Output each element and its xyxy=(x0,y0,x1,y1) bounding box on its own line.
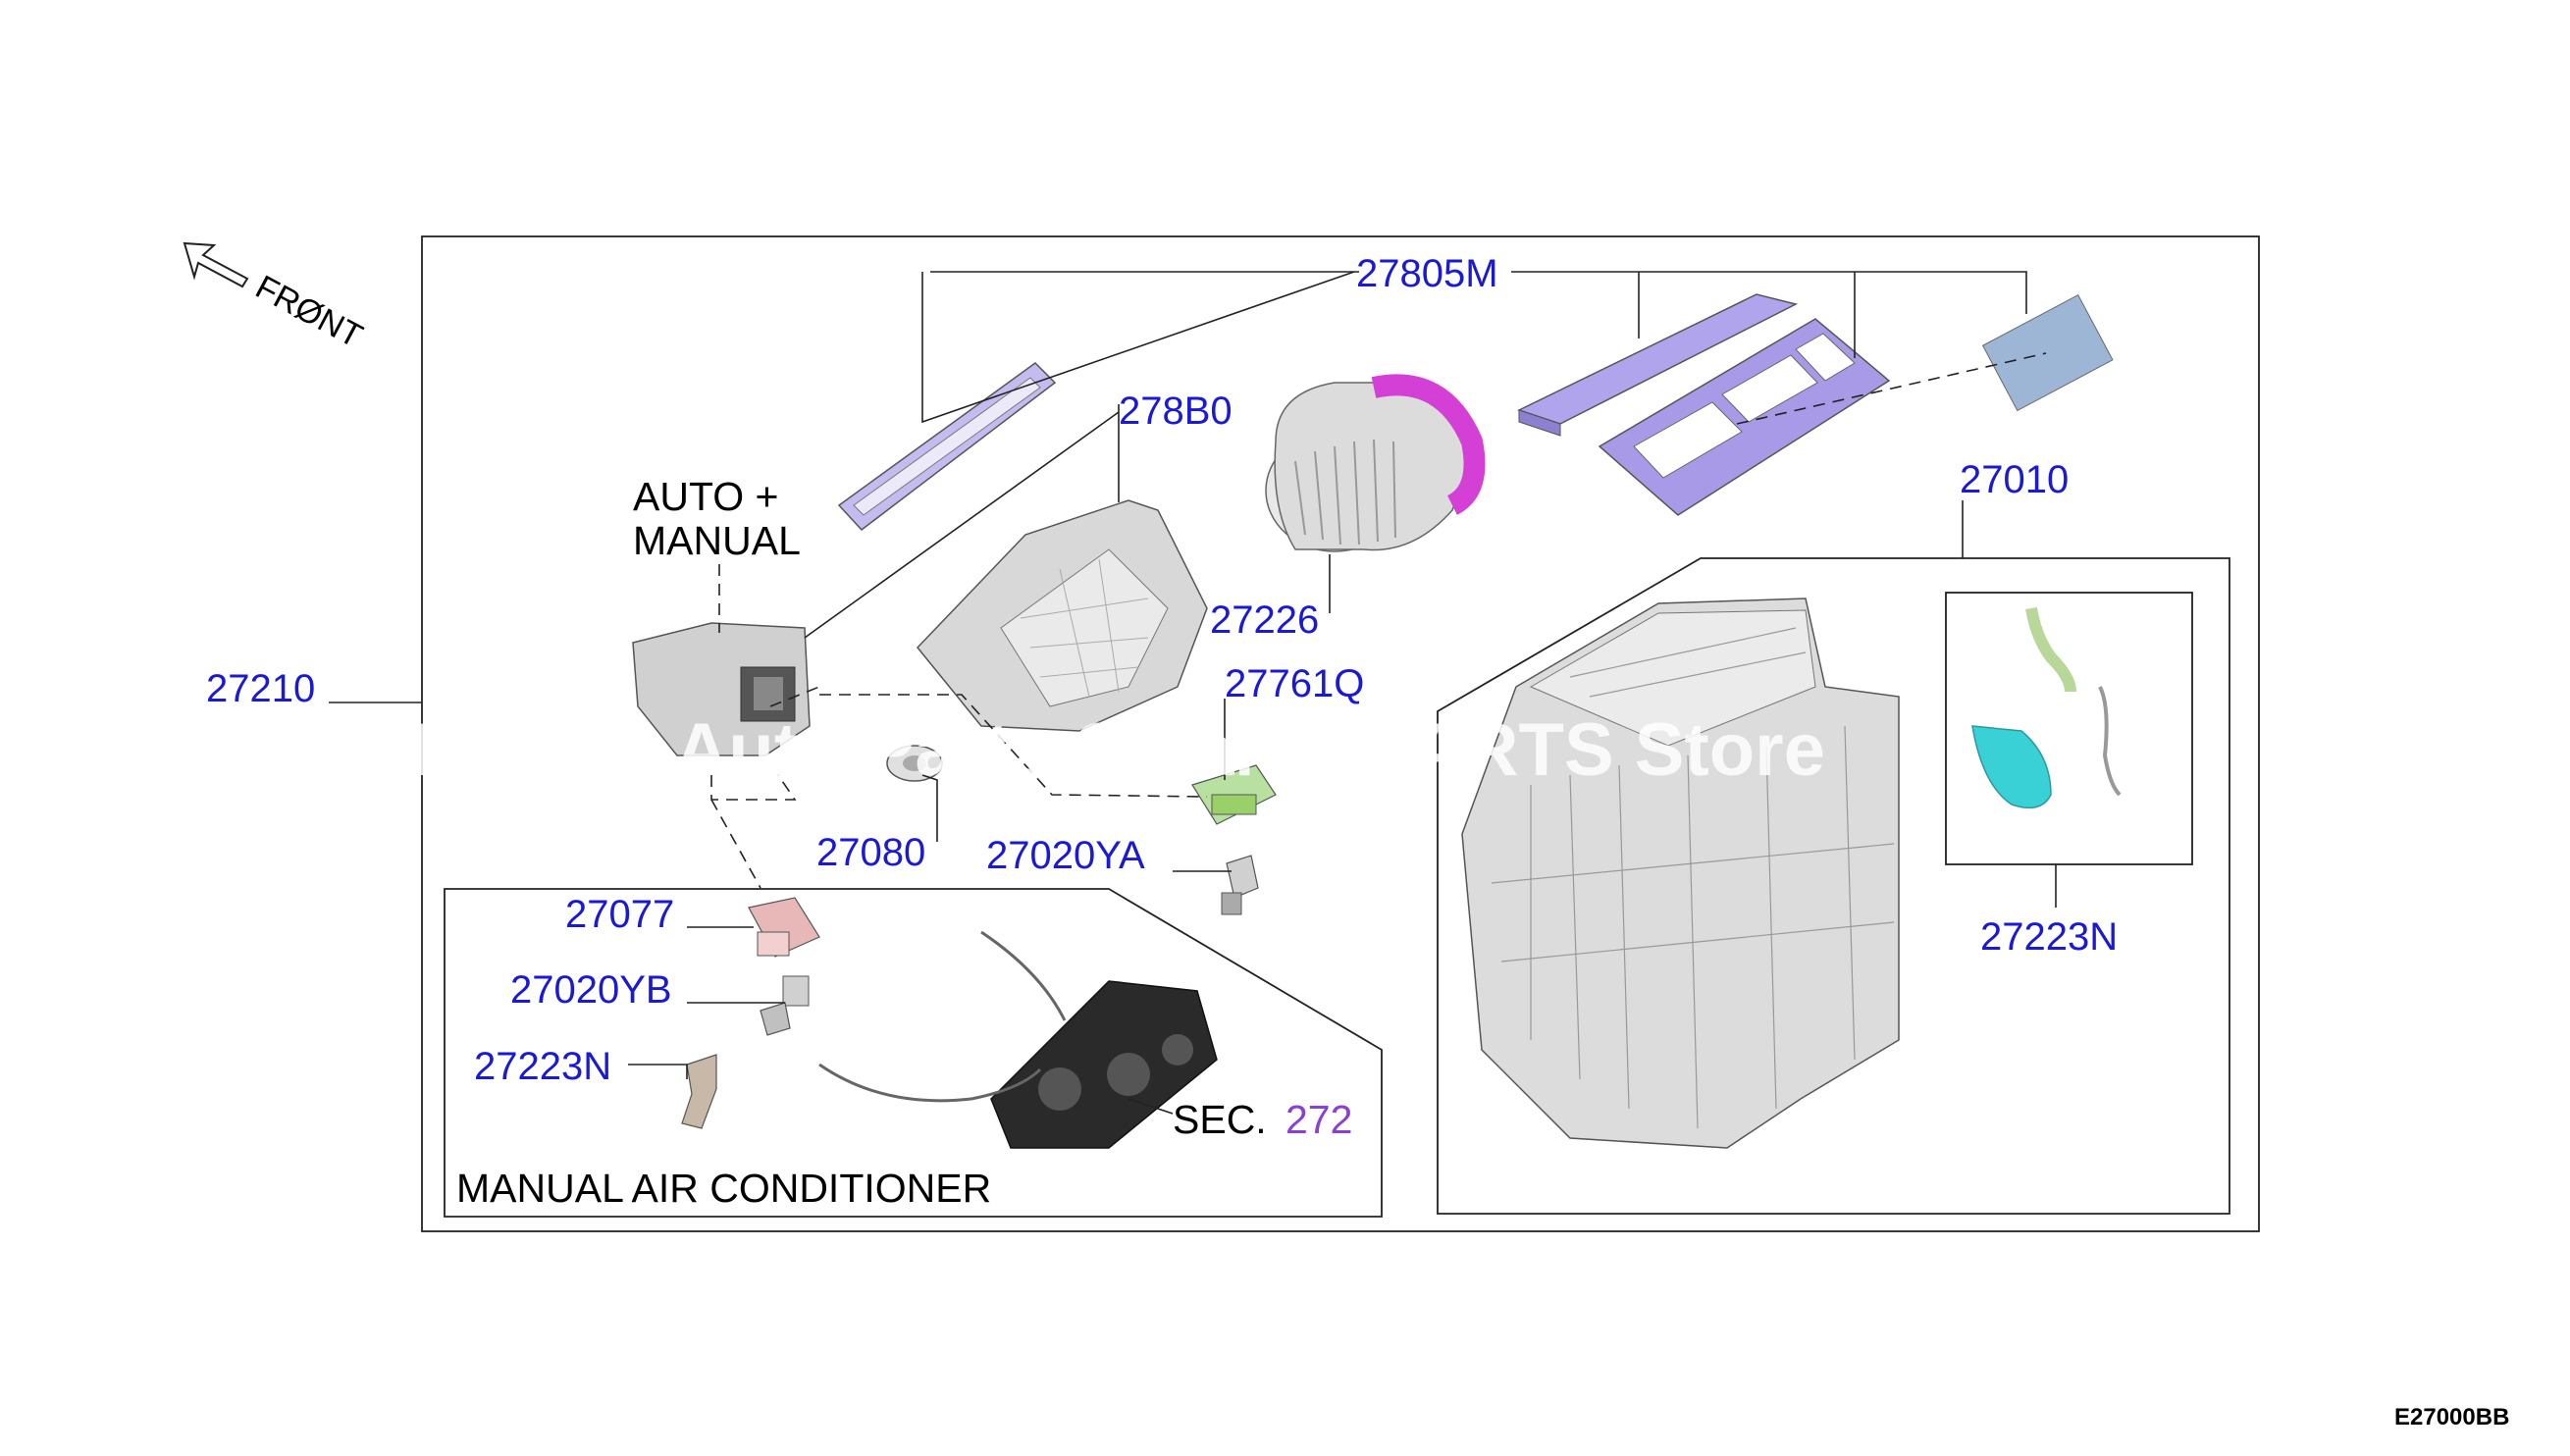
label-27020ya: 27020YA xyxy=(986,834,1145,877)
label-278b0: 278B0 xyxy=(1119,390,1233,433)
filter-grid xyxy=(1598,318,1891,516)
filter-frame-long xyxy=(1517,293,1799,437)
label-27761q: 27761Q xyxy=(1225,662,1364,705)
front-label: FRØNT xyxy=(249,269,368,356)
leader-278b0 xyxy=(804,404,1120,639)
harness-b xyxy=(760,975,810,1036)
ac-control-head xyxy=(818,930,1218,1149)
motor-clip xyxy=(886,745,943,782)
label-27226: 27226 xyxy=(1210,598,1319,642)
manual-ac-frame xyxy=(444,888,1383,1218)
leader-27223n-left xyxy=(628,1064,688,1079)
label-27805m: 27805M xyxy=(1356,252,1498,295)
watermark-text: Nissan Auto Parts Catalog PARTS Store xyxy=(412,708,1825,792)
filter-sheet xyxy=(1981,293,2114,412)
leader-27805m xyxy=(921,271,2027,424)
label-auto-manual-2: MANUAL xyxy=(633,518,801,563)
label-auto-manual-1: AUTO + xyxy=(633,474,779,519)
label-27077: 27077 xyxy=(565,893,674,936)
heater-unit xyxy=(1461,598,1900,1149)
label-sec-prefix: SEC. xyxy=(1173,1097,1267,1142)
label-27223n-left: 27223N xyxy=(474,1045,611,1088)
filter-frame-left xyxy=(837,362,1057,532)
label-27080: 27080 xyxy=(816,831,925,874)
diagram-code: E27000BB xyxy=(2394,1404,2509,1430)
label-sec-number: 272 xyxy=(1285,1097,1352,1142)
label-27223n-right: 27223N xyxy=(1980,915,2118,959)
resistor-auto xyxy=(1191,764,1277,825)
label-27010: 27010 xyxy=(1960,458,2069,501)
blower-fan xyxy=(1265,374,1486,552)
front-arrow-icon xyxy=(183,241,249,288)
label-27210: 27210 xyxy=(206,667,315,710)
outer-frame xyxy=(421,235,2260,1232)
label-27020yb: 27020YB xyxy=(510,968,672,1012)
hose-inset-frame xyxy=(1945,592,2193,865)
upper-housing xyxy=(917,499,1208,732)
manual-ac-title: MANUAL AIR CONDITIONER xyxy=(456,1166,991,1211)
hose-inset-parts xyxy=(1971,606,2122,809)
harness-a xyxy=(1221,855,1259,915)
heater-unit-frame xyxy=(1437,557,2230,1215)
leader-sec-272 xyxy=(1128,1098,1174,1115)
lower-housing xyxy=(632,622,811,756)
clip-left xyxy=(681,1054,717,1129)
resistor-manual xyxy=(748,897,820,958)
leader-27080 xyxy=(921,774,938,842)
